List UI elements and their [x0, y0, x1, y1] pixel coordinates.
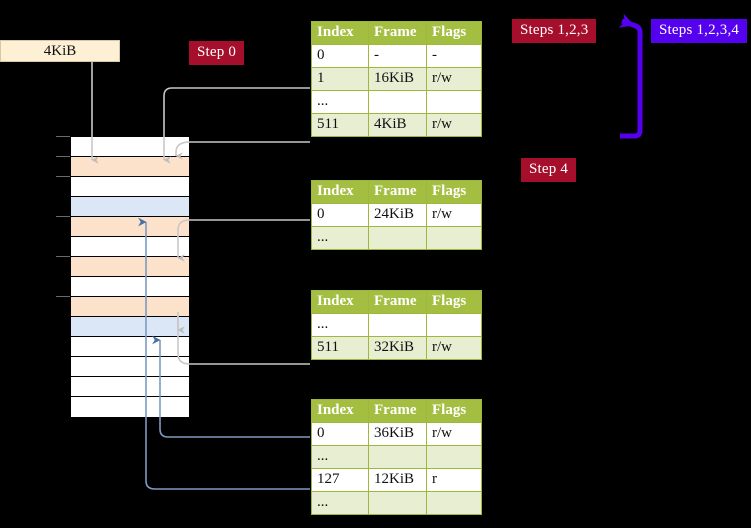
connector-pdpt-row0 [177, 219, 310, 262]
badge-steps-123: Steps 1,2,3 [512, 19, 597, 43]
memory-row [71, 297, 189, 317]
table-cell: r/w [426, 67, 482, 91]
table-cell: 0 [311, 44, 369, 68]
table-cell [368, 313, 427, 337]
table-cell: ... [311, 445, 369, 469]
connector-pml4-row511 [175, 141, 310, 160]
table-header-index: Index [311, 21, 369, 45]
table-cell: 511 [311, 336, 369, 360]
memory-tick [56, 296, 70, 297]
table-cell: 0 [311, 203, 369, 227]
table-header-frame: Frame [368, 21, 427, 45]
table-cell [368, 445, 427, 469]
table-row: ... [311, 90, 482, 114]
table-row: ... [311, 491, 482, 515]
badge-step-4: Step 4 [521, 158, 577, 182]
memory-row [71, 217, 189, 237]
table-cell: 24KiB [368, 203, 427, 227]
table-cell: ... [311, 90, 369, 114]
table-cell: r/w [426, 113, 482, 137]
table-header-flags: Flags [426, 180, 482, 204]
table-cell: 0 [311, 422, 369, 446]
table-cell: 511 [311, 113, 369, 137]
frame-4kib-box: 4KiB [0, 40, 120, 62]
table-cell: 32KiB [368, 336, 427, 360]
table-cell: ... [311, 313, 369, 337]
table-cell: - [368, 44, 427, 68]
memory-row [71, 157, 189, 177]
badge-step-4-label: Step 4 [529, 161, 569, 177]
table-cell [426, 445, 482, 469]
memory-row [71, 137, 189, 157]
table-cell: 4KiB [368, 113, 427, 137]
memory-row [71, 257, 189, 277]
table-row: ... [311, 313, 482, 337]
table-cell [368, 491, 427, 515]
table-cell [426, 313, 482, 337]
table-cell: r/w [426, 422, 482, 446]
memory-row [71, 317, 189, 337]
badge-steps-1234: Steps 1,2,3,4 [651, 19, 748, 43]
memory-row [71, 237, 189, 257]
connector-pd-row511 [177, 315, 310, 365]
table-header-flags: Flags [426, 21, 482, 45]
memory-row [71, 357, 189, 377]
memory-row [71, 397, 189, 417]
table-cell: ... [311, 491, 369, 515]
table-cell [368, 226, 427, 250]
table-cell: ... [311, 226, 369, 250]
table-cell [426, 226, 482, 250]
table-cell [368, 90, 427, 114]
badge-step-0: Step 0 [189, 41, 245, 65]
table-row: ... [311, 445, 482, 469]
badge-steps-1234-label: Steps 1,2,3,4 [659, 22, 740, 38]
physical-memory-grid [70, 136, 190, 417]
table-header-index: Index [311, 399, 369, 423]
table-row: 0-- [311, 44, 482, 68]
table-header-index: Index [311, 290, 369, 314]
memory-row [71, 177, 189, 197]
arrow-steps-1234-bracket [618, 13, 643, 139]
table-header-flags: Flags [426, 399, 482, 423]
frame-4kib-label: 4KiB [43, 43, 77, 59]
memory-tick [56, 156, 70, 157]
table-cell [426, 90, 482, 114]
memory-tick [56, 256, 70, 257]
table-cell: r [426, 468, 482, 492]
memory-row [71, 337, 189, 357]
memory-tick [56, 176, 70, 177]
badge-steps-123-label: Steps 1,2,3 [520, 22, 589, 38]
badge-step-0-label: Step 0 [197, 44, 237, 60]
table-header-flags: Flags [426, 290, 482, 314]
memory-row [71, 377, 189, 397]
table-header-index: Index [311, 180, 369, 204]
table-cell: r/w [426, 336, 482, 360]
table-cell: - [426, 44, 482, 68]
table-row: ... [311, 226, 482, 250]
memory-tick [56, 136, 70, 137]
memory-row [71, 197, 189, 217]
table-cell: 1 [311, 67, 369, 91]
memory-tick [56, 216, 70, 217]
table-cell: 12KiB [368, 468, 427, 492]
table-cell: 36KiB [368, 422, 427, 446]
table-header-frame: Frame [368, 399, 427, 423]
table-cell: r/w [426, 203, 482, 227]
table-header-frame: Frame [368, 180, 427, 204]
table-cell: 16KiB [368, 67, 427, 91]
table-header-frame: Frame [368, 290, 427, 314]
memory-row [71, 277, 189, 297]
table-cell [426, 491, 482, 515]
table-cell: 127 [311, 468, 369, 492]
